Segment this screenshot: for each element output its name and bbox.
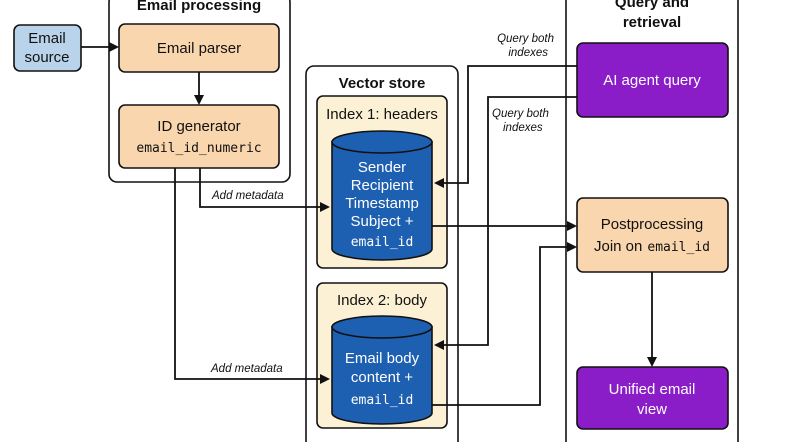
unified-email-view-node: Unified email view (576, 366, 729, 430)
index1-db-line2: Recipient (351, 177, 414, 194)
query-both-2-line2: indexes (503, 122, 543, 134)
index2-database-icon (331, 315, 433, 425)
join-prefix: Join on (594, 238, 642, 255)
email-parser-label: Email parser (157, 40, 241, 57)
edges (81, 42, 657, 406)
postprocessing-join-line: Join on email_id (594, 238, 710, 255)
index2-db-line1: Email body (345, 350, 420, 367)
postprocessing-node: Postprocessing Join on email_id (576, 197, 729, 273)
id-generator-code: email_id_numeric (136, 141, 261, 156)
index1-db-line1: Sender (358, 159, 406, 176)
edge-agent-to-index1 (434, 65, 577, 188)
index1-title: Index 1: headers (326, 106, 438, 123)
edge-index2-to-postprocessing (432, 242, 577, 406)
join-code: email_id (647, 240, 710, 255)
index1-database-icon (331, 130, 433, 261)
index1-headers: Index 1: headers Sender Recipient Timest… (316, 95, 448, 269)
index2-body: Index 2: body Email body content + email… (316, 282, 448, 429)
edge-id-to-index1 (199, 168, 330, 212)
index1-db-line4: Subject + (351, 213, 414, 230)
edge-id-to-index2 (174, 168, 330, 384)
query-both-1-line1: Query both (497, 33, 554, 45)
email-source-label-line1: Email (28, 30, 66, 47)
id-generator-label: ID generator (157, 118, 240, 135)
email-parser-node: Email parser (118, 23, 280, 73)
query-retrieval-title-line2: retrieval (623, 14, 681, 31)
vector-store-title: Vector store (339, 75, 426, 92)
id-generator-node: ID generator email_id_numeric (118, 104, 280, 169)
ai-agent-query-node: AI agent query (576, 42, 729, 118)
unified-view-line2: view (637, 401, 667, 418)
add-metadata-label-2: Add metadata (210, 363, 283, 375)
email-source-node: Email source (13, 24, 82, 72)
index2-db-code: email_id (351, 393, 414, 408)
query-both-2-line1: Query both (492, 108, 549, 120)
email-source-label-line2: source (24, 49, 69, 66)
add-metadata-label-1: Add metadata (211, 190, 284, 202)
email-processing-title: Email processing (137, 0, 261, 14)
ai-agent-query-label: AI agent query (603, 72, 701, 89)
unified-view-line1: Unified email (609, 381, 696, 398)
index2-db-line2: content + (351, 369, 413, 386)
postprocessing-label: Postprocessing (601, 216, 704, 233)
index2-title: Index 2: body (337, 292, 428, 309)
index1-db-line3: Timestamp (345, 195, 419, 212)
index1-db-code: email_id (351, 235, 414, 250)
edge-agent-to-index2 (434, 96, 577, 350)
query-both-1-line2: indexes (508, 47, 548, 59)
query-retrieval-title-line1: Query and (615, 0, 689, 11)
